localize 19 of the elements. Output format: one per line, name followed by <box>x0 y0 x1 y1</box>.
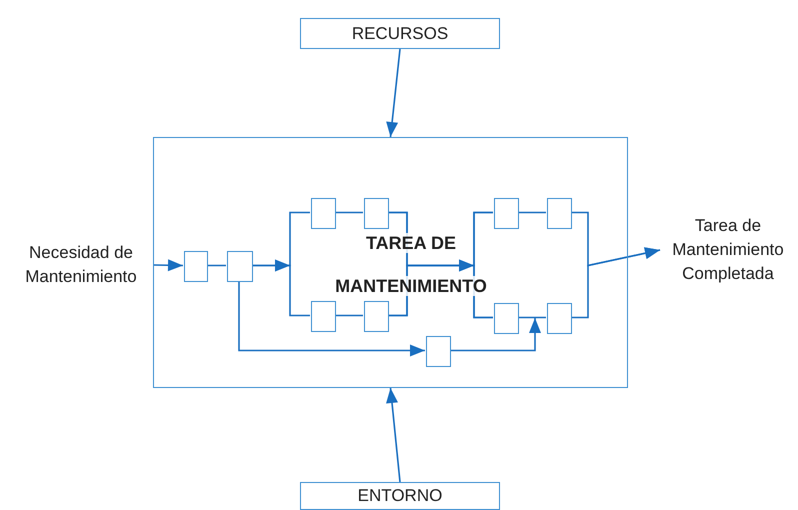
box-label: RECURSOS <box>352 24 448 44</box>
process-box <box>311 198 336 229</box>
process-box <box>364 198 389 229</box>
process-box <box>494 198 519 229</box>
process-box <box>547 303 572 334</box>
process-box <box>426 336 451 367</box>
process-box <box>227 251 253 282</box>
process-box <box>184 251 208 282</box>
flow-label: Tarea de Mantenimiento Completada <box>660 205 796 295</box>
system-boundary-box <box>153 137 628 388</box>
process-box <box>547 198 572 229</box>
process-box <box>300 482 500 510</box>
system-title: TAREA DE MANTENIMIENTO <box>334 232 488 298</box>
process-box <box>300 18 500 49</box>
box-label: ENTORNO <box>358 486 442 506</box>
process-box <box>494 303 519 334</box>
flow-label: Necesidad de Mantenimiento <box>8 240 154 290</box>
process-box <box>364 301 389 332</box>
process-box <box>311 301 336 332</box>
